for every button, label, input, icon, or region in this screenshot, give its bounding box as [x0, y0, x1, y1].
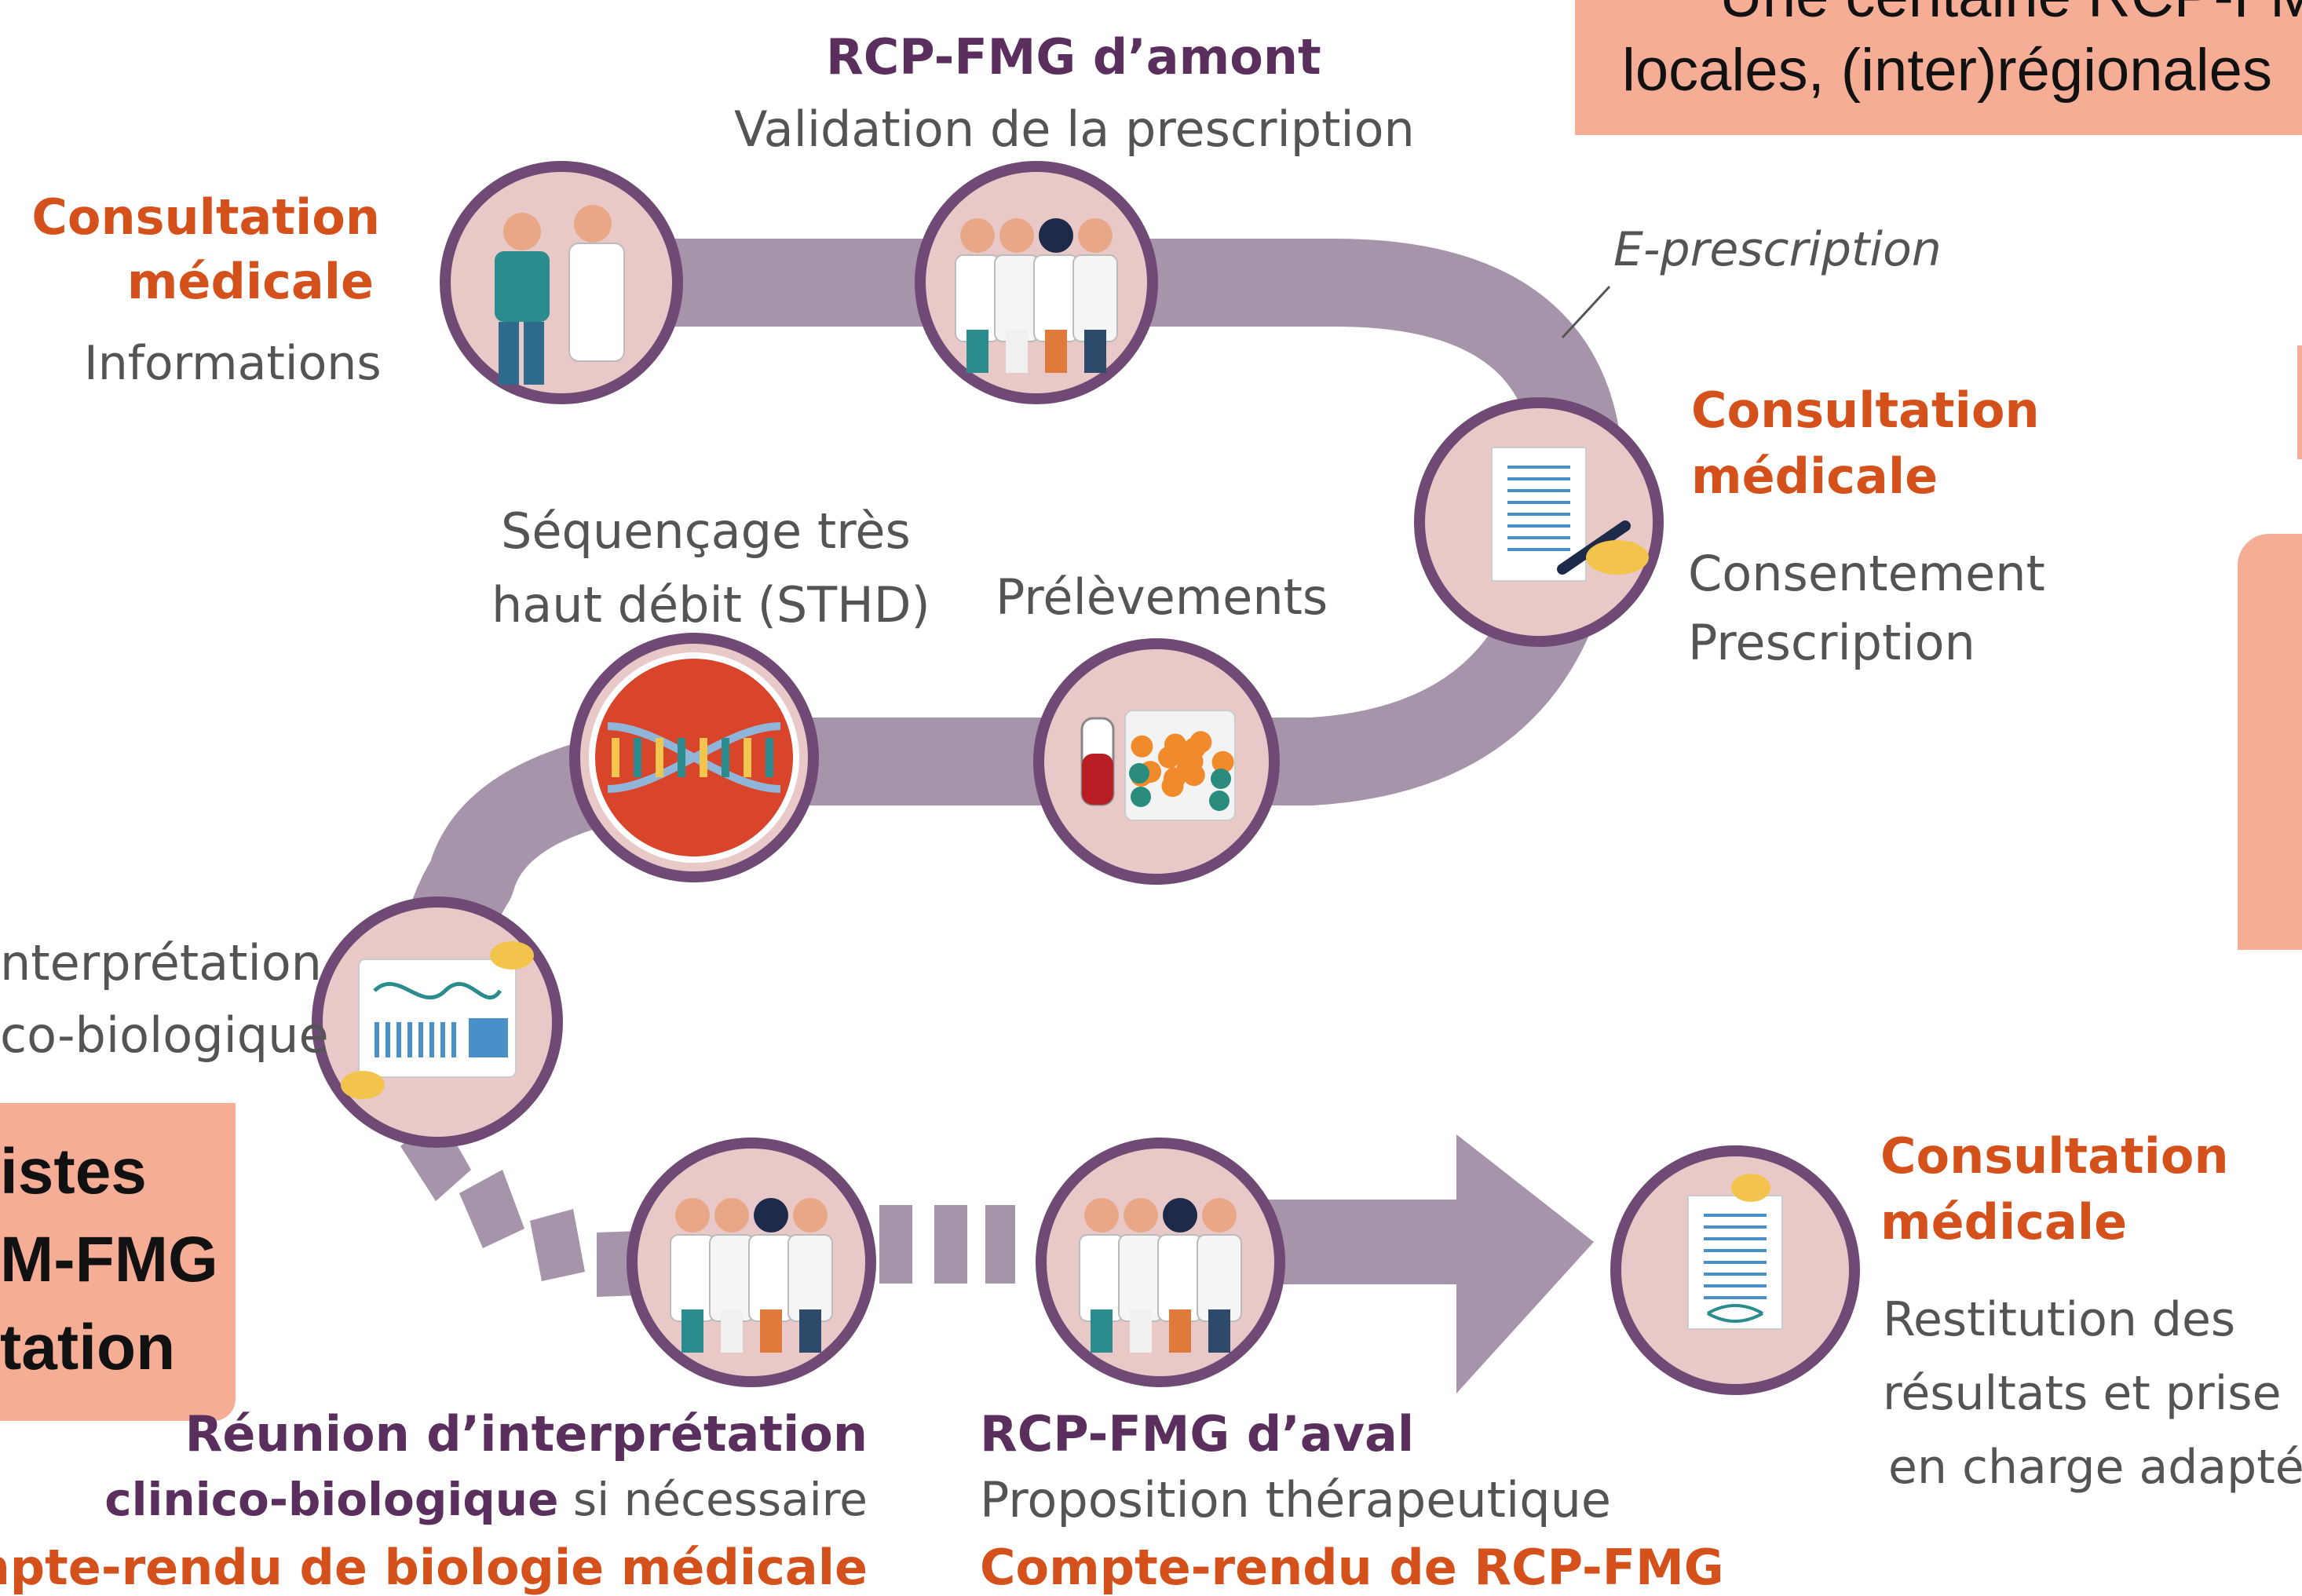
- prelevements-label: Prélèvements: [996, 568, 1328, 626]
- consult2-title-line2: médicale: [1691, 447, 1938, 505]
- consult3-desc-line1: Restitution des: [1883, 1292, 2236, 1347]
- reunion-line2-rest: si nécessaire: [572, 1473, 868, 1526]
- dna-helix-icon: [569, 633, 819, 882]
- eprescription-label: E-prescription: [1613, 222, 1942, 277]
- reunion-line1: Réunion d’interprétation: [185, 1405, 868, 1463]
- rcp-aval-line2: Proposition thérapeutique: [980, 1471, 1612, 1528]
- doctor-patient-icon: [440, 161, 683, 404]
- results-document-icon: [1610, 1145, 1860, 1395]
- consult3-desc-line3: en charge adaptée: [1888, 1440, 2302, 1495]
- consult1-desc: Informations: [84, 336, 382, 391]
- medical-team-icon: [915, 161, 1158, 404]
- medical-team-icon: [1036, 1138, 1285, 1387]
- info-box-top-line2: locales, (inter)régionales: [1622, 37, 2272, 104]
- sequencage-line2: haut débit (STHD): [491, 576, 930, 634]
- dna-analysis-icon: [312, 897, 563, 1148]
- info-box-left-line1: istes: [0, 1136, 147, 1207]
- interpretation-line1: nterprétation: [0, 934, 322, 992]
- rcp-aval-line3: Compte-rendu de RCP-FMG: [980, 1539, 1724, 1596]
- blood-sample-icon: [1033, 638, 1280, 885]
- info-box-right-small: [2297, 345, 2302, 459]
- workflow-path: [392, 239, 1622, 1393]
- info-box-left: [0, 1103, 236, 1421]
- interpretation-line2: co-biologique: [0, 1006, 329, 1064]
- info-box-left-line2: M-FMG: [0, 1224, 218, 1295]
- consult1-title-line2: médicale: [126, 253, 374, 310]
- signing-document-icon: [1414, 397, 1664, 647]
- consult2-desc-line2: Prescription: [1688, 614, 1975, 671]
- sequencage-line1: Séquençage très: [501, 502, 911, 560]
- consult2-title-line1: Consultation: [1691, 382, 2040, 439]
- consult3-desc-line2: résultats et prise: [1883, 1366, 2282, 1421]
- consult3-title-line2: médicale: [1880, 1193, 2128, 1251]
- consult1-title-line1: Consultation: [31, 188, 380, 246]
- rcp-aval-line1: RCP-FMG d’aval: [980, 1405, 1415, 1463]
- consult2-desc-line1: Consentement: [1688, 545, 2045, 602]
- medical-team-icon: [627, 1138, 876, 1387]
- reunion-line3: Compte-rendu de biologie médicale: [0, 1539, 868, 1596]
- rcp-amont-desc: Validation de la prescription: [734, 100, 1415, 158]
- reunion-line2: clinico-biologique si nécessaire: [104, 1473, 868, 1526]
- consult3-title-line1: Consultation: [1880, 1127, 2229, 1185]
- info-box-top: [1575, 0, 2302, 135]
- info-box-right-large: [2238, 534, 2302, 950]
- rcp-amont-title: RCP-FMG d’amont: [826, 28, 1321, 86]
- info-box-left-line3: tation: [0, 1312, 176, 1383]
- reunion-line2-bold: clinico-biologique: [104, 1473, 559, 1526]
- info-box-top-line1: Une centaine RCP-FMG: [1719, 0, 2302, 31]
